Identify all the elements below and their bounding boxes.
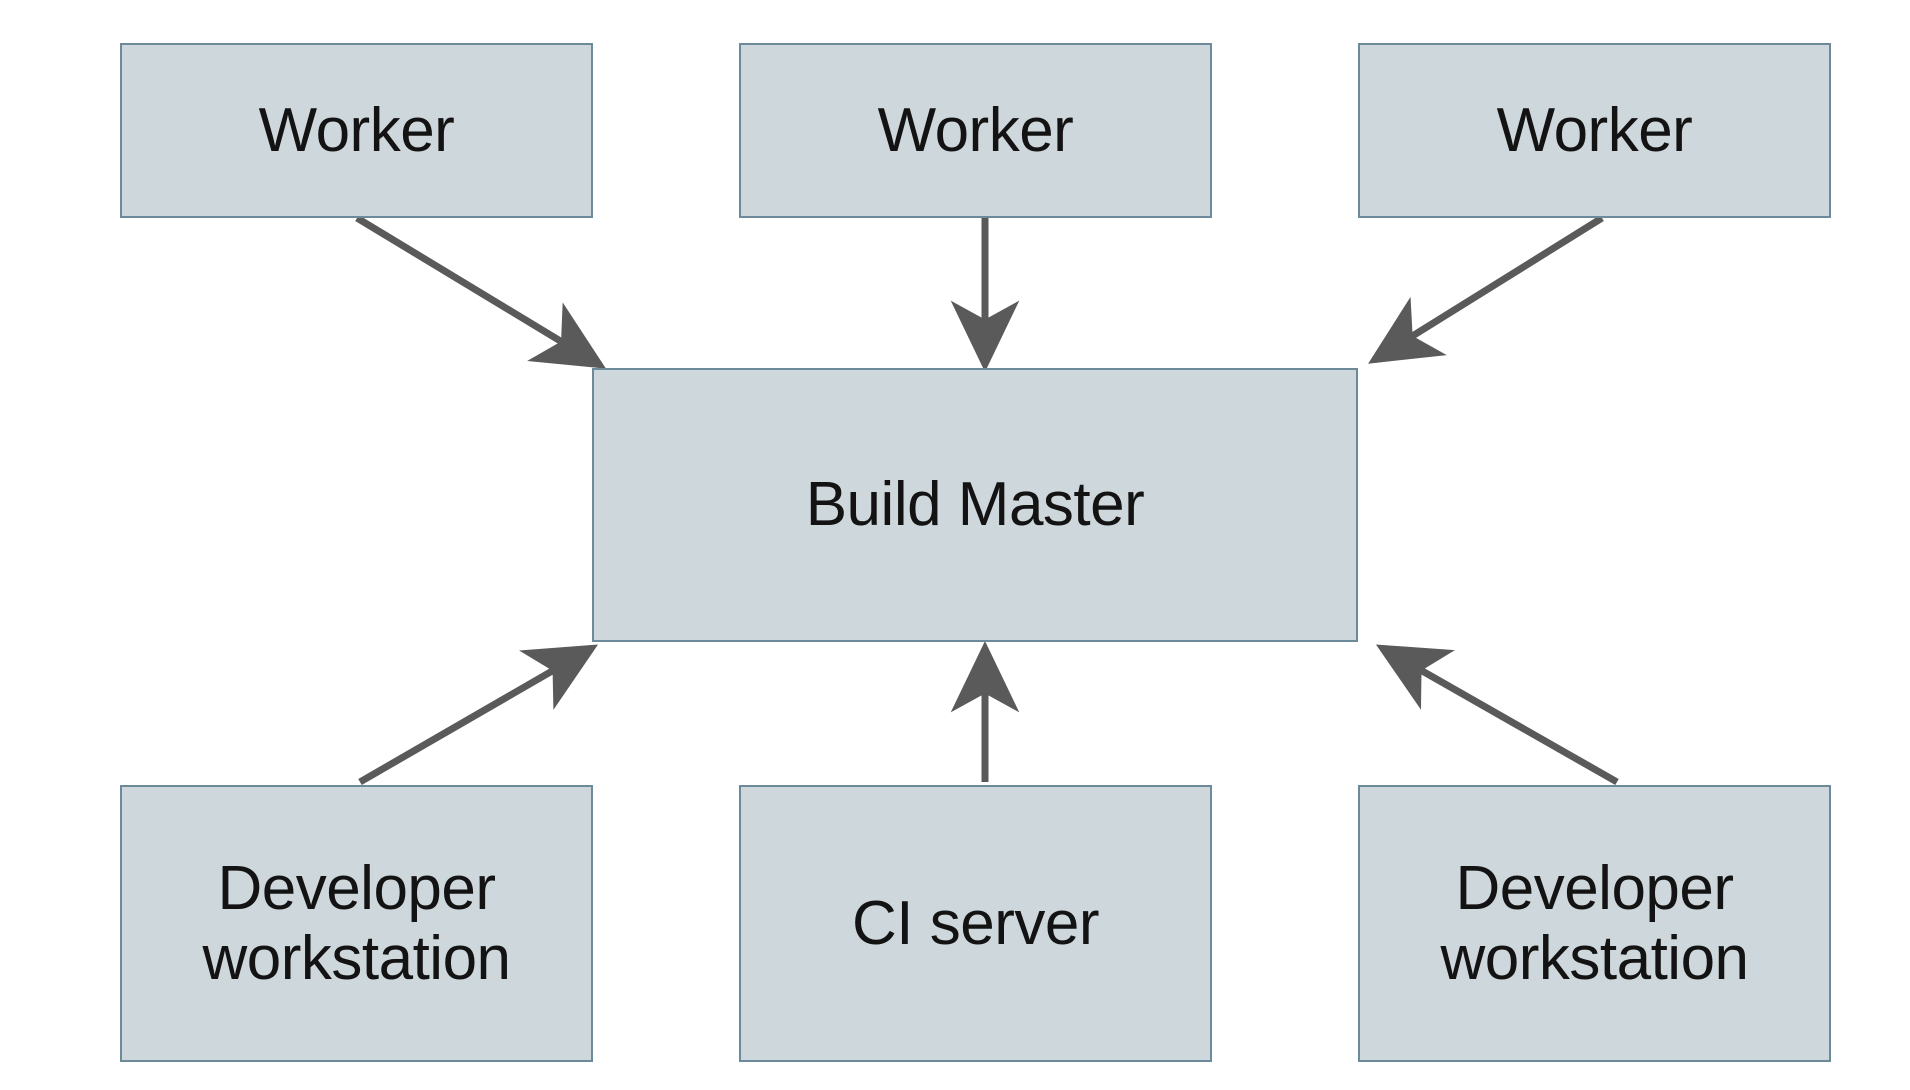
node-label: Developer workstation [202,854,511,993]
node-label: Worker [877,95,1074,165]
edge-developer-workstation-2-to-build-master [1375,644,1619,786]
edge-developer-workstation-1-to-build-master [358,644,599,786]
node-worker-2[interactable]: Worker [739,43,1212,218]
node-label: Build Master [805,470,1145,540]
node-developer-workstation-2[interactable]: Developer workstation [1358,785,1831,1062]
node-build-master[interactable]: Build Master [592,368,1358,642]
node-label: Worker [258,95,455,165]
node-label: CI server [852,888,1099,958]
node-label: Developer workstation [1440,854,1749,993]
node-developer-workstation-1[interactable]: Developer workstation [120,785,593,1062]
node-worker-1[interactable]: Worker [120,43,593,218]
node-worker-3[interactable]: Worker [1358,43,1831,218]
node-ci-server[interactable]: CI server [739,785,1212,1062]
node-label: Worker [1496,95,1693,165]
edge-worker-3-to-build-master [1368,215,1604,364]
edge-worker-1-to-build-master [355,215,606,369]
